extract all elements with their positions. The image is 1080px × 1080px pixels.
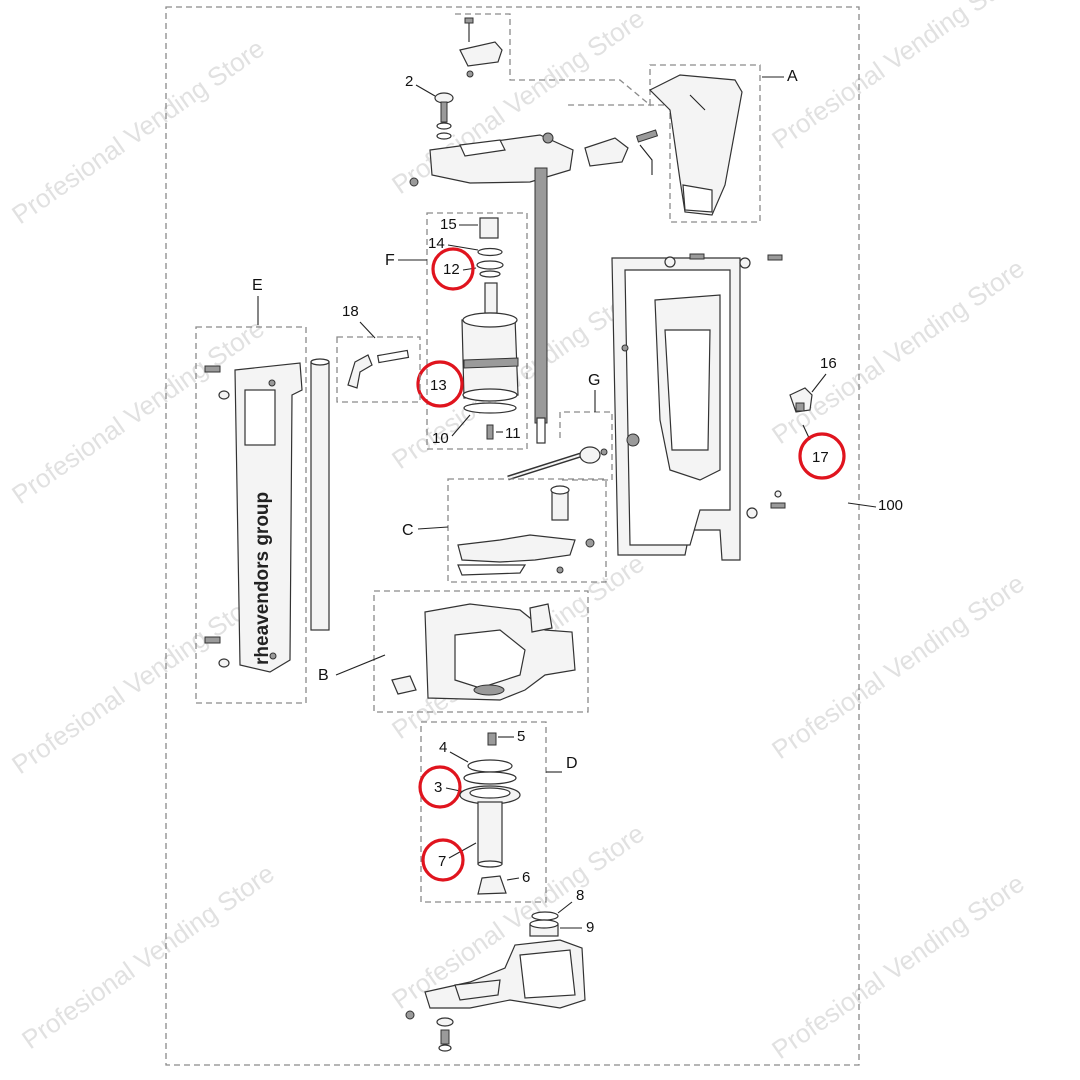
watermark-text: Profesional Vending Store	[766, 253, 1029, 450]
highlight-17	[798, 432, 846, 480]
label-13: 13	[430, 377, 447, 394]
front-panel-part: rheavendors group	[234, 362, 303, 673]
watermark-text: Profesional Vending Store	[6, 313, 269, 510]
label-f: F	[385, 252, 395, 269]
coupling-6-part	[477, 875, 507, 895]
watermark-text: Profesional Vending Store	[766, 868, 1029, 1065]
threaded-rod-part	[534, 167, 548, 444]
oring-12-part	[476, 260, 504, 270]
highlight-3	[418, 765, 462, 809]
oring-12b-part	[479, 270, 501, 278]
label-14: 14	[428, 235, 445, 252]
group-e-frame	[195, 326, 307, 704]
shaft-g-part	[507, 446, 608, 481]
group-d-frame	[420, 721, 547, 903]
label-11: 11	[505, 425, 521, 442]
label-12: 12	[443, 261, 460, 278]
label-4: 4	[439, 739, 447, 756]
housing-part	[611, 257, 741, 561]
label-6: 6	[522, 869, 530, 886]
top-screw-part	[459, 17, 503, 78]
paddle-c-part	[457, 485, 595, 576]
group-c-frame	[447, 478, 607, 583]
label-a: A	[787, 68, 798, 85]
label-17: 17	[812, 449, 829, 466]
label-g: G	[588, 372, 600, 389]
highlight-13	[416, 360, 464, 408]
label-e: E	[252, 277, 263, 294]
label-3: 3	[434, 779, 442, 796]
highlight-12	[431, 247, 475, 291]
lever-18-part	[347, 349, 410, 389]
label-16: 16	[820, 355, 837, 372]
gear-3-part	[459, 785, 521, 805]
label-5: 5	[517, 728, 525, 745]
label-10: 10	[432, 430, 449, 447]
label-c: C	[402, 522, 414, 539]
screw-11-part	[486, 424, 494, 440]
group-f-frame	[426, 212, 528, 450]
watermark-text: Profesional Vending Store	[16, 858, 279, 1055]
group-b-frame	[373, 590, 589, 713]
ring-9-part	[529, 919, 559, 937]
washer-4b-part	[463, 771, 517, 785]
oring-14-part	[477, 247, 503, 257]
group-a-frame	[455, 13, 761, 223]
shaft-7-part	[477, 801, 503, 868]
dispenser-b-part	[391, 603, 576, 701]
watermark-text: Profesional Vending Store	[6, 583, 269, 780]
label-100: 100	[878, 497, 903, 514]
label-7: 7	[438, 853, 446, 870]
watermark-text: Profesional Vending Store	[6, 33, 269, 230]
knob-screw-part	[434, 92, 454, 140]
label-b: B	[318, 667, 329, 684]
watermark-text: Profesional Vending Store	[386, 278, 649, 475]
housing-screws	[664, 253, 786, 519]
chute-a-part	[648, 74, 743, 216]
label-8: 8	[576, 887, 584, 904]
watermark-text: Profesional Vending Store	[766, 0, 1029, 155]
highlight-7	[421, 838, 465, 882]
label-15: 15	[440, 216, 457, 233]
piston-part	[461, 282, 519, 414]
assembly-frame	[165, 6, 860, 1066]
label-9: 9	[586, 919, 594, 936]
screw-5-part	[487, 732, 497, 746]
washer-4-part	[467, 759, 513, 773]
watermark-text: Profesional Vending Store	[766, 568, 1029, 765]
front-panel-screws	[204, 365, 230, 668]
brand-logo-text: rheavendors group	[252, 492, 273, 665]
label-2: 2	[405, 73, 413, 90]
group-18-frame	[336, 336, 421, 403]
label-18: 18	[342, 303, 359, 320]
group-g-frame	[559, 411, 613, 481]
bottom-base-part	[405, 939, 586, 1052]
rod-part	[310, 358, 330, 631]
ring-8-part	[531, 911, 559, 921]
nut-part	[479, 217, 499, 239]
label-d: D	[566, 755, 578, 772]
valve-16-part	[789, 387, 813, 413]
